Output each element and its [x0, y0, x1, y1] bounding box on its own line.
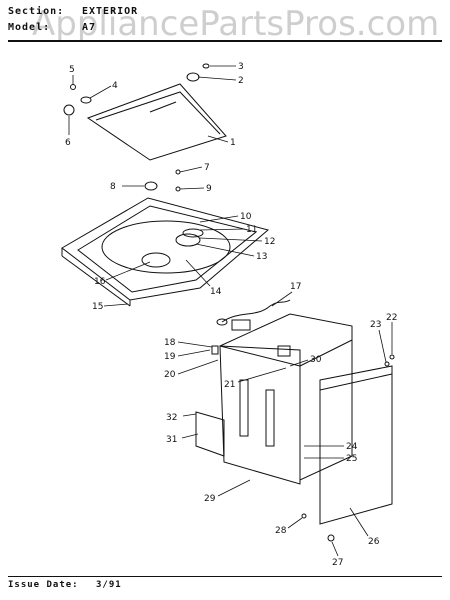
- callout-27: 27: [332, 558, 343, 568]
- callout-26: 26: [368, 537, 380, 547]
- front-access-panel: [195, 411, 225, 457]
- callout-29: 29: [204, 494, 216, 504]
- wire-harness: [216, 299, 291, 331]
- callout-numbers: 1 2 3 4 5 6 7 8 9 10 11 12 13 14 15 16 1…: [65, 62, 397, 568]
- callout-9: 9: [206, 184, 212, 194]
- tub-cover: [61, 197, 270, 307]
- section-value: EXTERIOR: [82, 6, 139, 17]
- callout-2: 2: [238, 76, 244, 86]
- callout-20: 20: [164, 370, 176, 380]
- callout-15: 15: [92, 302, 103, 312]
- callout-14: 14: [210, 287, 222, 297]
- callout-23: 23: [370, 320, 381, 330]
- callout-16: 16: [94, 277, 106, 287]
- callout-31: 31: [166, 435, 177, 445]
- leader-lines: [68, 65, 393, 557]
- callout-11: 11: [246, 225, 257, 235]
- side-panel: [319, 365, 393, 525]
- issue-date-label: Issue Date:: [8, 580, 79, 590]
- callout-7: 7: [204, 163, 210, 173]
- callout-21: 21: [224, 380, 235, 390]
- callout-8: 8: [110, 182, 116, 192]
- callout-18: 18: [164, 338, 176, 348]
- callout-24: 24: [346, 442, 358, 452]
- callout-3: 3: [238, 62, 244, 72]
- model-label: Model:: [8, 22, 51, 33]
- callout-1: 1: [230, 138, 236, 148]
- callout-17: 17: [290, 282, 301, 292]
- callout-13: 13: [256, 252, 267, 262]
- hinge-hardware: [63, 63, 210, 192]
- callout-22: 22: [386, 313, 397, 323]
- callout-19: 19: [164, 352, 176, 362]
- callout-6: 6: [65, 138, 71, 148]
- header-rule: [8, 40, 442, 42]
- callout-4: 4: [112, 81, 118, 91]
- lid-panel: [86, 83, 227, 161]
- footer-rule: [8, 576, 442, 577]
- callout-5: 5: [69, 65, 75, 75]
- callout-25: 25: [346, 454, 357, 464]
- callout-12: 12: [264, 237, 275, 247]
- callout-32: 32: [166, 413, 177, 423]
- section-label: Section:: [8, 6, 65, 17]
- callout-10: 10: [240, 212, 252, 222]
- model-value: A7: [82, 22, 97, 33]
- cabinet-body: [211, 313, 353, 485]
- callout-30: 30: [310, 355, 322, 365]
- issue-date-value: 3/91: [96, 580, 122, 590]
- callout-28: 28: [275, 526, 287, 536]
